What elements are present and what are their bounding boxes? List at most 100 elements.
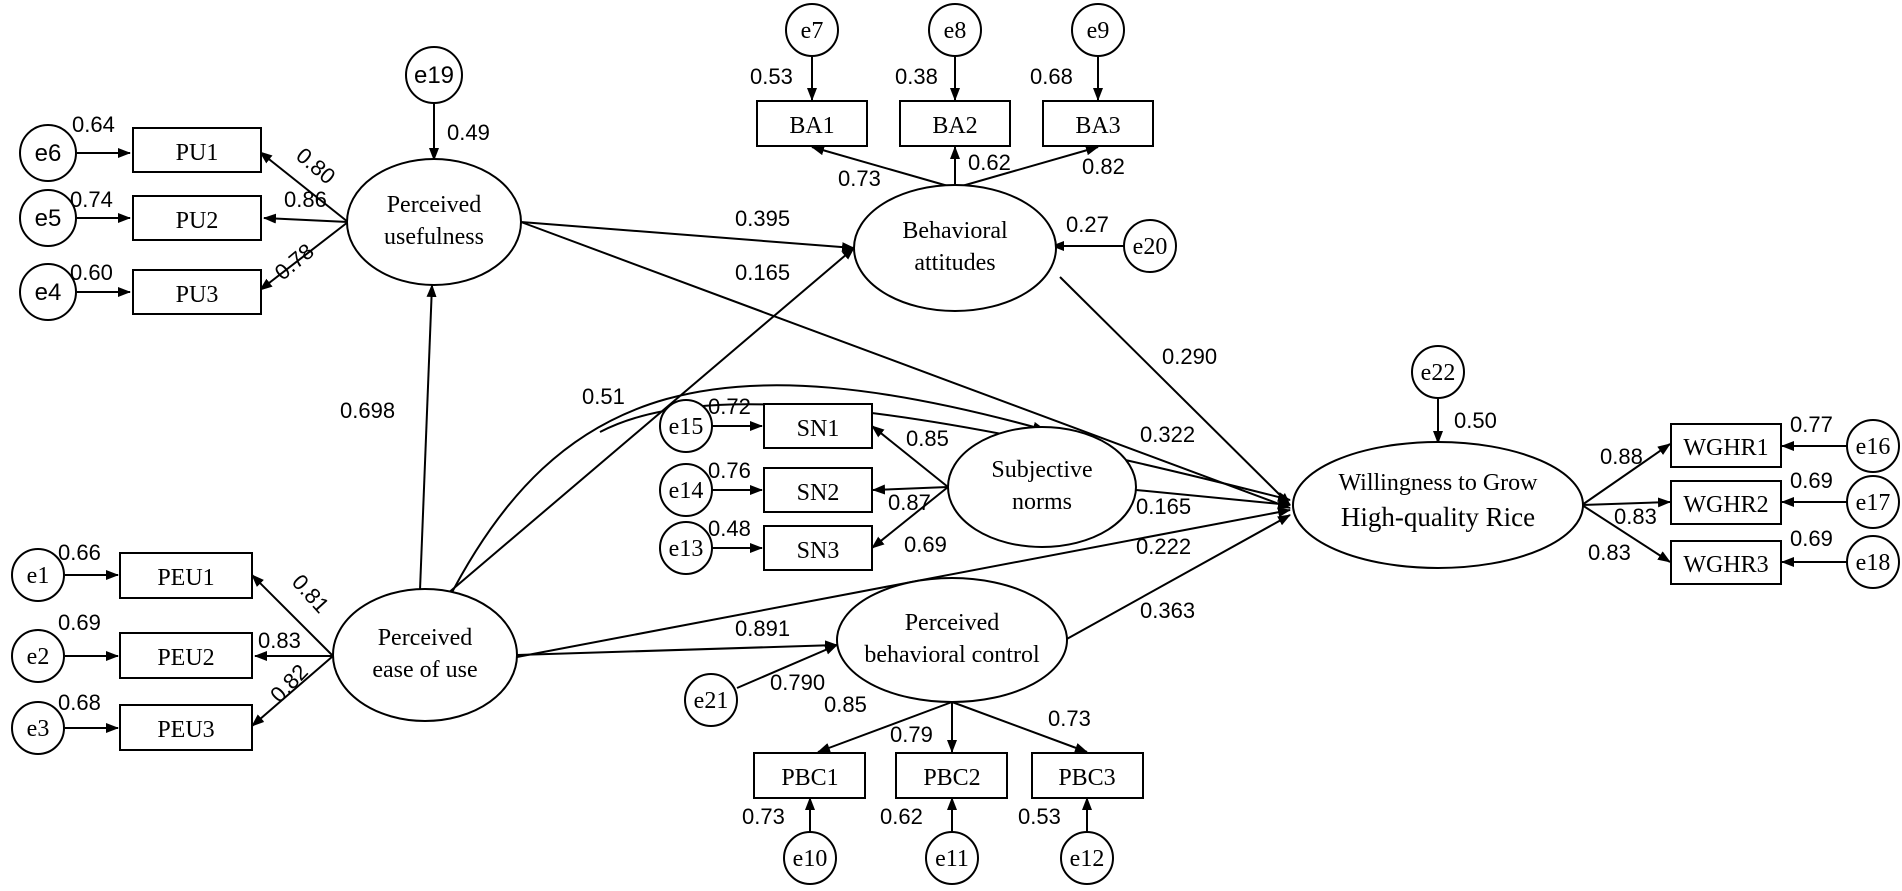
construct-label: Subjective — [991, 457, 1092, 483]
coef-e5-pu2: 0.74 — [70, 187, 113, 212]
indicator-label: SN3 — [797, 538, 840, 564]
edge-peou-pu — [419, 284, 437, 591]
coef-ba-wghr: 0.290 — [1162, 344, 1217, 369]
coef-e13-sn3: 0.48 — [708, 516, 751, 541]
error-e13: e13 — [659, 521, 713, 575]
edge-pbc-pbc1 — [817, 701, 953, 753]
coef-pu-ba: 0.395 — [735, 206, 790, 231]
coef-peou-peu1: 0.81 — [287, 569, 334, 618]
edge-peou-peu3 — [251, 655, 334, 727]
coef-sn-sn2: 0.87 — [888, 490, 931, 515]
coef-peou-pu: 0.698 — [340, 398, 395, 423]
coef-e11-pbc2: 0.62 — [880, 804, 923, 829]
coef-peou-sn: 0.51 — [582, 384, 625, 409]
error-label: e15 — [669, 414, 704, 440]
coef-ba-ba1: 0.73 — [838, 166, 881, 191]
error-e16: e16 — [1846, 419, 1900, 473]
indicator-ba1: BA1 — [756, 100, 868, 147]
coef-peou-pbc: 0.891 — [735, 616, 790, 641]
error-e7: e7 — [785, 3, 839, 57]
edge-pu-pu3 — [259, 221, 349, 291]
coef-e18-w3: 0.69 — [1790, 526, 1833, 551]
indicator-ba2: BA2 — [899, 100, 1011, 147]
indicator-pbc2: PBC2 — [895, 752, 1008, 799]
coef-wghr-w1: 0.88 — [1600, 444, 1643, 469]
coef-e15-sn1: 0.72 — [708, 394, 751, 419]
edge-peou-sn-covariance — [437, 384, 1046, 615]
coef-e4-pu3: 0.60 — [70, 260, 113, 285]
coef-ba-ba2: 0.62 — [968, 150, 1011, 175]
error-e18: e18 — [1846, 535, 1900, 589]
error-e14: e14 — [659, 463, 713, 517]
error-e22: e22 — [1411, 345, 1465, 399]
indicator-label: PBC3 — [1058, 765, 1115, 791]
error-e11: e11 — [925, 831, 979, 885]
coef-e20-ba: 0.27 — [1066, 212, 1109, 237]
edge-e21-pbc — [736, 644, 838, 689]
coefficients: 0.64 0.74 0.60 0.80 0.86 0.78 0.49 0.53 … — [58, 64, 1833, 829]
error-label: e12 — [1070, 846, 1105, 872]
coef-pu-wghr: 0.165 — [735, 260, 790, 285]
construct-label: norms — [1012, 489, 1072, 515]
indicator-label: WGHR3 — [1683, 552, 1768, 578]
construct-label: Willingness to Grow — [1338, 470, 1538, 496]
error-e2: e2 — [11, 629, 65, 683]
error-label: e13 — [669, 536, 704, 562]
indicator-pu3: PU3 — [132, 269, 262, 315]
error-label: e2 — [27, 644, 50, 670]
error-label: e18 — [1856, 550, 1891, 576]
edge-pbc-wghr — [1064, 514, 1291, 641]
error-label: e1 — [27, 563, 50, 589]
error-e17: e17 — [1846, 475, 1900, 529]
construct-label: usefulness — [384, 224, 484, 250]
error-label: e9 — [1087, 18, 1110, 44]
coef-e8-ba2: 0.38 — [895, 64, 938, 89]
indicator-pbc3: PBC3 — [1031, 752, 1144, 799]
indicator-label: PEU1 — [157, 565, 214, 591]
error-label: e17 — [1856, 490, 1891, 516]
coef-e3-peu3: 0.68 — [58, 690, 101, 715]
coef-e17-w2: 0.69 — [1790, 468, 1833, 493]
error-label: e5 — [35, 205, 62, 232]
construct-label: behavioral control — [864, 642, 1040, 668]
error-e8: e8 — [928, 3, 982, 57]
edge-ba-wghr — [1059, 276, 1291, 506]
indicator-peu3: PEU3 — [119, 704, 253, 751]
indicator-pbc1: PBC1 — [753, 752, 866, 799]
indicator-wghr1: WGHR1 — [1670, 423, 1782, 468]
indicator-wghr3: WGHR3 — [1670, 540, 1782, 585]
edge-pu-ba — [520, 221, 855, 253]
error-label: e19 — [414, 62, 454, 89]
construct-label: Behavioral — [902, 218, 1008, 244]
construct-label: Perceived — [378, 625, 473, 651]
error-label: e11 — [935, 846, 969, 872]
error-label: e21 — [694, 688, 729, 714]
coef-pbc-pbc1: 0.85 — [824, 692, 867, 717]
coef-wghr-w2: 0.83 — [1614, 504, 1657, 529]
coef-e9-ba3: 0.68 — [1030, 64, 1073, 89]
edge-wghr-w2 — [1581, 497, 1671, 508]
construct-perceived-ease-of-use: Perceived ease of use — [332, 588, 518, 722]
edge-sn-wghr — [1135, 489, 1291, 509]
construct-perceived-behavioral-control: Perceived behavioral control — [836, 577, 1068, 703]
construct-label: Perceived — [387, 192, 482, 218]
error-e12: e12 — [1060, 831, 1114, 885]
error-label: e22 — [1421, 360, 1456, 386]
indicator-sn1: SN1 — [763, 403, 873, 449]
coef-e1-peu1: 0.66 — [58, 540, 101, 565]
indicator-label: SN1 — [797, 416, 840, 442]
edge-ba-ba1 — [811, 145, 956, 189]
coef-peou-peu3: 0.82 — [265, 659, 313, 707]
edges — [65, 57, 1848, 838]
indicator-sn2: SN2 — [763, 467, 873, 513]
edge-sn-sn3 — [871, 486, 949, 549]
indicator-label: BA3 — [1075, 113, 1120, 139]
error-e19: e19 — [405, 46, 463, 104]
edge-wghr-w1 — [1581, 443, 1671, 506]
construct-label: High-quality Rice — [1341, 502, 1535, 532]
construct-subjective-norms: Subjective norms — [947, 426, 1137, 548]
coef-pbc-pbc3: 0.73 — [1048, 706, 1091, 731]
error-e9: e9 — [1071, 3, 1125, 57]
indicator-label: PU2 — [176, 208, 219, 234]
construct-willingness: Willingness to Grow High-quality Rice — [1292, 441, 1584, 569]
